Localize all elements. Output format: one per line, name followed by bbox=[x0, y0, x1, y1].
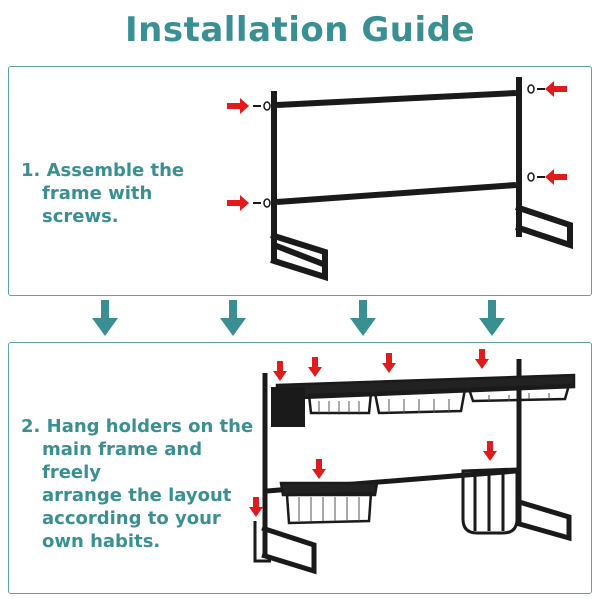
red-arrow-icon bbox=[483, 441, 497, 461]
step1-line: frame with screws. bbox=[42, 183, 153, 227]
page-title: Installation Guide bbox=[124, 10, 475, 50]
rack-illustration bbox=[249, 349, 576, 575]
utensil-holder bbox=[271, 387, 305, 427]
screw-icon bbox=[527, 172, 545, 182]
step2-line: arrange the layout bbox=[42, 485, 232, 506]
step2-line: own habits. bbox=[42, 531, 161, 552]
step2-line: 2. Hang holders on the bbox=[21, 416, 254, 437]
red-arrow-icon bbox=[475, 349, 489, 369]
red-arrow-icon bbox=[273, 361, 287, 381]
red-arrow-icon bbox=[227, 98, 249, 114]
down-arrow-icon bbox=[479, 300, 505, 336]
step2-line: according to your bbox=[42, 508, 221, 529]
red-arrow-icon bbox=[382, 353, 396, 373]
step1-panel: 1. Assemble the frame with screws. bbox=[8, 66, 592, 296]
step2-panel: 2. Hang holders on the main frame and fr… bbox=[8, 342, 592, 594]
red-arrow-icon bbox=[545, 169, 567, 185]
down-arrow-icon bbox=[92, 300, 118, 336]
red-arrow-icon bbox=[227, 195, 249, 211]
screw-icon bbox=[253, 101, 271, 111]
step2-text: 2. Hang holders on the main frame and fr… bbox=[21, 415, 261, 553]
step1-text: 1. Assemble the frame with screws. bbox=[21, 159, 221, 228]
red-arrow-icon bbox=[249, 497, 263, 517]
down-arrow-icon bbox=[350, 300, 376, 336]
red-arrow-icon bbox=[312, 459, 326, 479]
red-arrow-icon bbox=[545, 81, 567, 97]
step1-line: 1. Assemble the bbox=[21, 160, 185, 181]
red-arrow-icon bbox=[308, 357, 322, 377]
screw-icon bbox=[253, 198, 271, 208]
screw-icon bbox=[527, 84, 545, 94]
frame-illustration bbox=[227, 77, 573, 282]
down-arrow-icon bbox=[220, 300, 246, 336]
step2-line: main frame and freely bbox=[42, 439, 203, 483]
